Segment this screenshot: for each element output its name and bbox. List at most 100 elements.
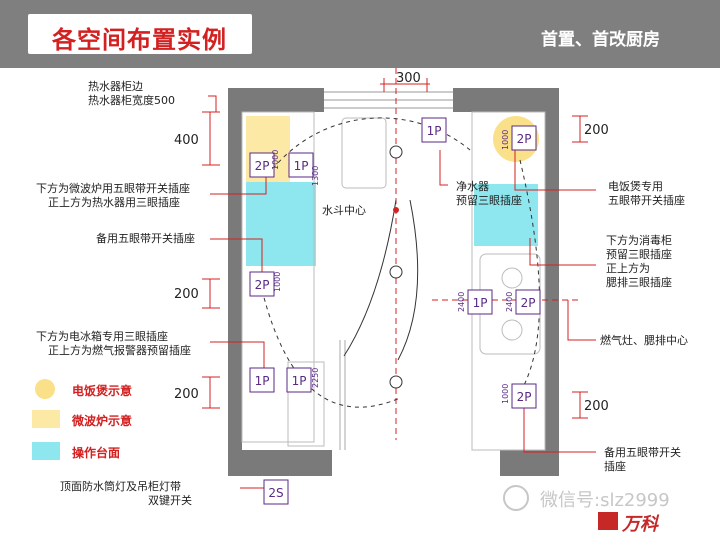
socket-cooker-label: 2P (517, 132, 532, 146)
height-label: 1000 (273, 272, 282, 292)
leader-line (210, 175, 267, 195)
legend-swatch-microwave (32, 410, 60, 428)
legend-counter-label: 操作台面 (72, 446, 121, 460)
wall-bottom-right (500, 450, 559, 476)
leader-line (514, 150, 596, 191)
leader-line (210, 341, 265, 368)
light-arc (267, 117, 471, 176)
leader-line (529, 238, 596, 266)
leader-line (567, 300, 596, 341)
anno-ceiling-1: 顶面防水筒灯及吊柜灯带 (60, 479, 181, 493)
wechat-icon (503, 485, 529, 511)
socket-gas-label: 1P (473, 296, 488, 310)
leader-line (523, 396, 596, 453)
dim-right-top: 200 (584, 123, 609, 138)
burner (501, 267, 523, 289)
anno-spare-left: 备用五眼带开关插座 (96, 231, 195, 245)
right-counter-outline (471, 111, 546, 451)
leader-line (210, 238, 263, 278)
wall-right (545, 88, 559, 476)
left-counter-outline (241, 111, 315, 443)
anno-microwave-1: 下方为微波炉用五眼带开关插座 (36, 181, 190, 195)
socket-gas-alarm (286, 367, 312, 393)
height-label: 1000 (501, 130, 510, 150)
anno-microwave-2: 正上方为热水器用三眼插座 (48, 195, 180, 209)
height-label: 2400 (505, 292, 514, 312)
socket-spare-right (511, 383, 537, 409)
anno-ceiling-2: 双键开关 (148, 493, 192, 507)
legend-cooker-label: 电饭煲示意 (72, 384, 133, 398)
socket-top-label: 1P (427, 124, 442, 138)
page-subtitle: 首置、首改厨房 (541, 30, 660, 50)
wall-bottom-left (228, 450, 332, 476)
wire-arc (343, 199, 397, 357)
counter-left (246, 182, 316, 266)
dim-top: 300 (396, 71, 421, 86)
title-box (28, 14, 252, 54)
dim-left-top: 400 (174, 133, 199, 148)
switch-ceiling-label: 2S (268, 486, 283, 500)
height-label: 2400 (457, 292, 466, 312)
ceiling-light (389, 375, 403, 389)
anno-purifier-2: 预留三眼插座 (456, 193, 522, 207)
socket-heater-label: 1P (294, 159, 309, 173)
socket-microwave-label: 2P (255, 159, 270, 173)
wall-top-left (228, 88, 324, 112)
anno-heater-1: 热水器柜边 (88, 80, 143, 93)
anno-purifier-1: 净水器 (456, 179, 489, 193)
ceiling-light (389, 145, 403, 159)
anno-cooker-1: 电饭煲专用 (608, 179, 663, 193)
vanke-logo-icon (598, 512, 618, 530)
anno-dis-3: 正上方为 (606, 261, 650, 275)
socket-hood (515, 289, 541, 315)
watermark-text: 微信号:slz2999 (540, 490, 670, 511)
leader-line (439, 150, 448, 186)
watermark-logo: 万科 (622, 514, 658, 535)
anno-dis-4: 腮排三眼插座 (606, 275, 672, 289)
light-arc (261, 289, 401, 408)
anno-fridge-1: 下方为电冰箱专用三眼插座 (36, 329, 168, 343)
fridge (287, 361, 325, 447)
legend-swatch-counter (32, 442, 60, 460)
anno-dis-2: 预留三眼插座 (606, 247, 672, 261)
anno-gas-center: 燃气灶、腮排中心 (600, 333, 688, 347)
anno-sink-center: 水斗中心 (322, 204, 366, 217)
anno-spare-right-1: 备用五眼带开关 (604, 445, 681, 459)
legend-microwave-label: 微波炉示意 (72, 414, 133, 428)
socket-spare-left-label: 2P (255, 278, 270, 292)
anno-heater-2: 热水器柜宽度500 (88, 93, 175, 107)
anno-fridge-2: 正上方为燃气报警器预留插座 (48, 343, 191, 357)
anno-cooker-2: 五眼带开关插座 (608, 193, 685, 207)
height-label: 1300 (311, 166, 320, 186)
legend-swatch-cooker (35, 379, 55, 399)
sink (341, 117, 387, 189)
socket-microwave (249, 152, 275, 178)
socket-spare-left (249, 271, 275, 297)
wire-arc (397, 199, 419, 361)
burner (501, 319, 523, 341)
socket-fridge (249, 367, 275, 393)
height-label: 2250 (311, 368, 320, 388)
leader-line (208, 95, 217, 112)
dim-left-low: 200 (174, 387, 199, 402)
switch-ceiling (263, 479, 289, 505)
socket-top (421, 117, 447, 143)
wall-top-right (453, 88, 559, 112)
socket-gas (467, 289, 493, 315)
socket-hood-label: 2P (521, 296, 536, 310)
sink-center-dot (393, 207, 399, 213)
dim-right-low: 200 (584, 399, 609, 414)
height-label: 1000 (501, 384, 510, 404)
socket-gas-alarm-label: 1P (292, 374, 307, 388)
socket-cooker (511, 125, 537, 151)
ceiling-light (389, 265, 403, 279)
height-label: 1000 (271, 150, 280, 170)
page-title: 各空间布置实例 (52, 26, 227, 54)
wall-left (228, 88, 242, 476)
anno-dis-1: 下方为消毒柜 (606, 233, 672, 247)
anno-spare-right-2: 插座 (604, 459, 626, 473)
dim-left-mid: 200 (174, 287, 199, 302)
socket-heater (288, 152, 314, 178)
socket-fridge-label: 1P (255, 374, 270, 388)
